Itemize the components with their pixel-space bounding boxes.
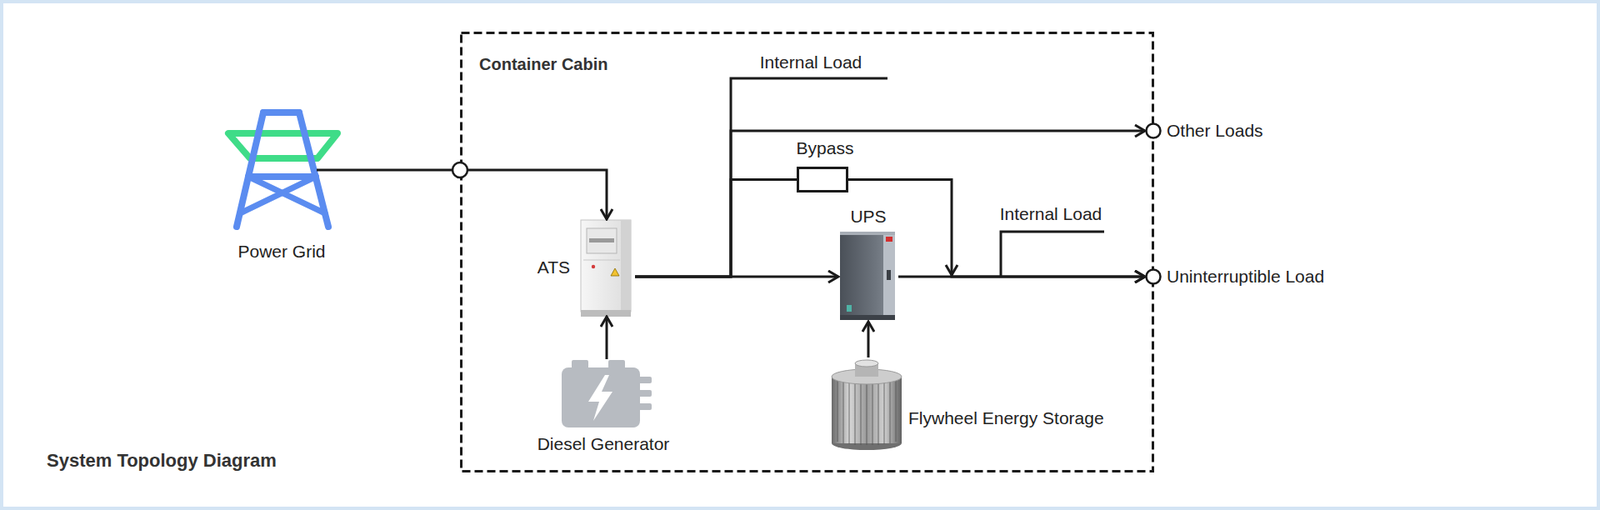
dashed-border [461, 33, 1154, 472]
ups-indicator [846, 305, 852, 312]
flywheel-ribs [837, 379, 896, 445]
ups-unit: UPS [838, 230, 899, 322]
load-terminal: Other Loads [1145, 122, 1162, 140]
node-label: Other Loads [1166, 120, 1350, 141]
node-label: Diesel Generator [520, 434, 687, 455]
tower-brace [240, 176, 316, 214]
generator-body [561, 367, 640, 428]
lightning-bolt [588, 375, 613, 421]
power-wire [605, 316, 609, 360]
ups-side [883, 231, 895, 320]
indicator-light [591, 265, 595, 269]
diesel-generator: Diesel Generator [559, 359, 654, 429]
power-wire [316, 170, 607, 220]
flywheel-illustration [831, 360, 902, 450]
power-wire [898, 275, 1145, 279]
tower-brace [248, 176, 325, 214]
edge-group [316, 130, 1145, 360]
cabinet-side [620, 220, 631, 312]
generator-fin [638, 390, 652, 397]
transmission-tower [228, 112, 338, 227]
cabinet-panel [589, 238, 615, 243]
flywheel-hub-top [855, 360, 879, 367]
load-label: Internal Load [727, 52, 895, 73]
generator-fin [638, 403, 652, 410]
cabin-outline [460, 31, 1155, 473]
ats-cabinet-illustration [580, 220, 631, 317]
ups-body [840, 231, 895, 320]
cabinet-body [580, 220, 631, 312]
node-label: Flywheel Energy Storage [908, 408, 1159, 429]
internal-load-wire [1000, 231, 1105, 277]
cabinet-seam [583, 260, 620, 261]
merge-arrow-head [945, 265, 958, 275]
ups-display [886, 270, 891, 280]
power-wire [635, 130, 1145, 277]
ups-top-edge [840, 231, 895, 235]
terminal-circle [1146, 124, 1161, 139]
node-label: Bypass [775, 138, 875, 159]
grid-terminal [452, 162, 468, 178]
terminal-outline [1145, 122, 1162, 140]
node-label: ATS [516, 257, 570, 278]
ups-illustration [840, 231, 895, 320]
flywheel-storage: Flywheel Energy Storage [828, 357, 904, 450]
node-label: Power Grid [226, 241, 337, 262]
power-wire [867, 321, 870, 358]
node-label: UPS [826, 206, 910, 227]
power-wire [848, 180, 1145, 278]
container-cabin: Container CabinATS BypassUPS Diesel Genera… [460, 31, 1155, 473]
terminal-circle [1146, 270, 1161, 285]
node-label: Uninterruptible Load [1166, 266, 1400, 287]
tower-crossarm [228, 133, 338, 159]
warning-sign [610, 268, 620, 276]
node-label: Container Cabin [479, 54, 746, 75]
wire-overlay [452, 78, 1105, 277]
ups-base [840, 315, 895, 320]
power-wire [635, 275, 839, 279]
diesel-generator-icon [561, 360, 652, 428]
load-terminal: Uninterruptible Load [1145, 268, 1162, 285]
internal-load-wire [730, 78, 888, 277]
power-grid: Power Grid [226, 108, 317, 232]
ups-logo [885, 236, 893, 242]
tower-top-bar [263, 109, 300, 116]
ats-cabinet: ATS [578, 219, 635, 317]
diagram-title: System Topology Diagram [46, 450, 380, 472]
cabinet-base [580, 310, 631, 317]
bypass-box: Bypass [796, 166, 849, 193]
terminal-outline [1145, 268, 1162, 285]
load-label: Internal Load [967, 204, 1135, 225]
cabinet-window [586, 228, 617, 254]
generator-fin [638, 376, 652, 384]
power-wire [635, 180, 797, 278]
